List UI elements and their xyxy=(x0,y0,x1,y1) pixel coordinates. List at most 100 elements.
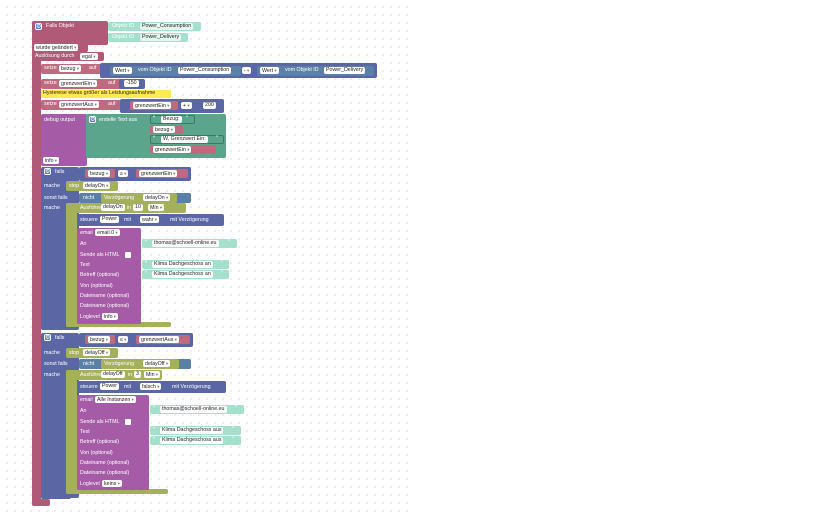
quote-icon: ” xyxy=(186,116,188,122)
comment-block[interactable] xyxy=(41,90,171,98)
variable-dropdown[interactable]: grenzwertAus xyxy=(59,101,99,108)
do-label: mache xyxy=(44,350,60,356)
timer-dropdown[interactable]: delayOff xyxy=(143,360,171,367)
from-object-label: vom Objekt ID xyxy=(285,67,319,73)
value-dropdown[interactable]: falsch xyxy=(140,383,162,390)
source-row xyxy=(32,52,104,61)
gear-icon[interactable]: ⚙ xyxy=(35,23,42,30)
with-delay-label: mit Verzögerung xyxy=(172,384,211,390)
variable-dropdown[interactable]: bezug xyxy=(153,126,175,133)
object-id-field[interactable]: Power_Delivery xyxy=(140,34,182,41)
string-field[interactable]: W, Grenzwert Ein: xyxy=(161,136,208,143)
email-instance-dropdown[interactable]: Alle Instanzen xyxy=(95,396,136,403)
text-join-label: erstelle Text aus xyxy=(99,117,138,123)
number-field[interactable]: -150 xyxy=(124,80,139,87)
string-field[interactable]: Klima Dachgeschoss an xyxy=(152,261,213,268)
value-dropdown[interactable]: Wert xyxy=(113,67,132,74)
timer-name-field[interactable]: delayOff xyxy=(101,371,125,378)
object-id-field[interactable]: Power xyxy=(100,216,120,223)
unit-dropdown[interactable]: Min xyxy=(148,204,165,211)
quote-icon: “ xyxy=(145,271,147,277)
html-checkbox[interactable] xyxy=(125,252,131,258)
set-label: setze xyxy=(44,80,57,86)
value-dropdown[interactable]: wahr xyxy=(140,216,159,223)
email-block[interactable] xyxy=(77,228,141,324)
subject-label: Betreff (optional) xyxy=(80,439,120,445)
timeout-block[interactable] xyxy=(66,203,186,213)
timer-dropdown[interactable]: delayOff xyxy=(83,349,111,356)
string-field[interactable]: thomas@schoell-online.eu xyxy=(160,406,227,413)
delay-number-field[interactable]: 10 xyxy=(133,204,143,211)
trigger-block[interactable] xyxy=(32,21,108,45)
control-label: steuere xyxy=(80,217,98,223)
email-label: email xyxy=(80,230,93,236)
to-label: auf xyxy=(108,101,116,107)
operator-dropdown[interactable]: + xyxy=(181,102,192,109)
log-level-dropdown[interactable]: info xyxy=(102,313,119,320)
value-dropdown[interactable]: Wert xyxy=(260,67,279,74)
timeout-block-footer xyxy=(66,322,171,327)
html-checkbox[interactable] xyxy=(125,419,131,425)
variable-dropdown[interactable]: grenzwertEin xyxy=(133,102,172,109)
set-label: setze xyxy=(44,65,57,71)
in-label: in xyxy=(128,372,133,378)
variable-dropdown[interactable]: grenzwertAus xyxy=(139,336,179,343)
text-label: Text xyxy=(80,262,90,268)
operator-dropdown[interactable]: ≥ xyxy=(118,170,129,177)
log-level-dropdown[interactable]: info xyxy=(43,157,60,164)
email-instance-dropdown[interactable]: email.0 xyxy=(95,229,120,236)
log-level-dropdown[interactable]: keins xyxy=(102,480,122,487)
string-field[interactable]: Klima Dachgeschoss an xyxy=(152,271,213,278)
filename-label: Dateiname (optional) xyxy=(80,303,130,309)
object-id-field[interactable]: Power_Consumption xyxy=(140,23,194,30)
timeout-block-spine xyxy=(66,370,77,494)
changed-dropdown[interactable]: wurde geändert xyxy=(34,44,79,51)
number-field[interactable]: 200 xyxy=(203,102,216,109)
quote-icon: “ xyxy=(153,136,155,142)
from-label: Von (optional) xyxy=(80,450,113,456)
string-field[interactable]: Bezug: xyxy=(161,116,182,123)
variable-dropdown[interactable]: bezug xyxy=(88,336,110,343)
variable-dropdown[interactable]: grenzwertEin xyxy=(153,146,192,153)
not-label: nicht xyxy=(83,361,95,367)
object-id-field[interactable]: Power_Consumption xyxy=(178,67,232,74)
trigger-block-footer xyxy=(32,499,50,506)
text-label: Text xyxy=(80,429,90,435)
unit-dropdown[interactable]: Min xyxy=(144,371,161,378)
if-label: falls xyxy=(55,335,65,341)
email-label: email xyxy=(80,397,93,403)
timer-dropdown[interactable]: delayOn xyxy=(83,182,111,189)
timer-name-field[interactable]: delayOn xyxy=(101,204,125,211)
object-id-field[interactable]: Power xyxy=(100,383,120,390)
control-label: steuere xyxy=(80,384,98,390)
object-value-block[interactable] xyxy=(257,66,374,76)
variable-dropdown[interactable]: grenzwertEin xyxy=(59,80,98,87)
to-label: auf xyxy=(108,80,116,86)
source-dropdown[interactable]: egal xyxy=(80,53,98,60)
variable-dropdown[interactable]: bezug xyxy=(59,65,81,72)
email-block[interactable] xyxy=(77,395,149,490)
blockly-workspace[interactable]: ⚙ Falls Objekt Objekt ID Power_Consumpti… xyxy=(0,0,410,516)
html-label: Sende als HTML xyxy=(80,419,120,425)
gear-icon[interactable]: ⚙ xyxy=(44,168,51,175)
from-label: Von (optional) xyxy=(80,283,113,289)
string-field[interactable]: Klima Dachgeschoss aus xyxy=(160,437,224,444)
string-field[interactable]: thomas@schoell-online.eu xyxy=(152,240,219,247)
object-value-block[interactable] xyxy=(110,66,241,76)
delay-number-field[interactable]: 3 xyxy=(134,371,141,378)
comment-text: Hysterese etwas größer als Leistungsaufn… xyxy=(43,90,156,96)
timer-running-block[interactable] xyxy=(101,359,179,369)
object-id-field[interactable]: Power_Delivery xyxy=(324,67,366,74)
timer-running-block[interactable] xyxy=(101,193,177,203)
gear-icon[interactable]: ⚙ xyxy=(89,116,96,123)
gear-icon[interactable]: ⚙ xyxy=(44,334,51,341)
variable-dropdown[interactable]: grenzwertEin xyxy=(139,170,178,177)
quote-icon: ” xyxy=(221,261,223,267)
variable-dropdown[interactable]: bezug xyxy=(88,170,110,177)
operator-dropdown[interactable]: - xyxy=(242,67,252,74)
delay-label: Verzögerung xyxy=(104,361,135,367)
operator-dropdown[interactable]: ≤ xyxy=(118,336,129,343)
string-field[interactable]: Klima Dachgeschoss aus xyxy=(160,427,224,434)
do-label: mache xyxy=(44,205,60,211)
timer-dropdown[interactable]: delayOn xyxy=(143,194,171,201)
